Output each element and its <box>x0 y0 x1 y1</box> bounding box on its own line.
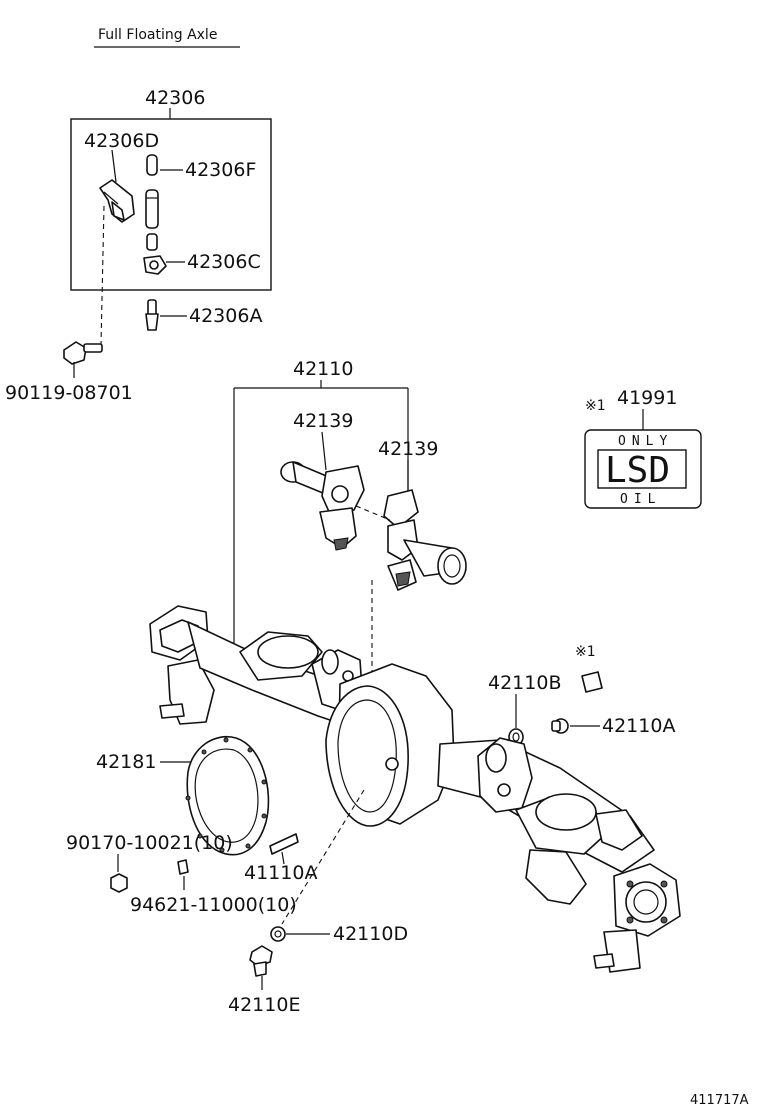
pin-42306F[interactable] <box>146 154 158 176</box>
leader-42306D <box>111 149 117 183</box>
leader-41110A <box>281 851 285 865</box>
valve-42306A[interactable] <box>145 299 159 331</box>
label-90170-10021[interactable]: 90170-10021(10) <box>66 832 233 854</box>
washer-94621-11000[interactable] <box>177 859 189 875</box>
label-42306A[interactable]: 42306A <box>189 305 262 327</box>
label-42110E[interactable]: 42110E <box>228 994 300 1016</box>
label-42110A[interactable]: 42110A <box>602 715 675 737</box>
rod-42306[interactable] <box>145 189 159 229</box>
label-42110D[interactable]: 42110D <box>333 923 408 945</box>
label-42306[interactable]: 42306 <box>145 87 205 109</box>
lsd-plate-bottom-text: OIL <box>620 492 661 507</box>
label-41991[interactable]: 41991 <box>617 387 677 409</box>
label-42306D[interactable]: 42306D <box>84 130 159 152</box>
bracket-42306D[interactable] <box>99 179 135 223</box>
label-42110-top[interactable]: 42110 <box>293 358 353 380</box>
diagram-heading: Full Floating Axle <box>98 27 217 43</box>
kit-42306-frame <box>70 118 272 291</box>
label-42110B[interactable]: 42110B <box>488 672 561 694</box>
label-42139-left[interactable]: 42139 <box>293 410 353 432</box>
cap-42306C[interactable] <box>143 255 167 275</box>
label-41991-note: ※1 <box>585 398 606 414</box>
stud-41110A[interactable] <box>269 833 299 855</box>
plug-42110A[interactable] <box>551 718 569 734</box>
label-41110A[interactable]: 41110A <box>244 862 317 884</box>
label-94621-11000[interactable]: 94621-11000(10) <box>130 894 297 916</box>
diagram-code: 411717A <box>690 1093 749 1108</box>
label-42181[interactable]: 42181 <box>96 751 156 773</box>
sleeve-42306[interactable] <box>146 233 158 251</box>
label-note-1: ※1 <box>575 644 596 660</box>
label-42306C[interactable]: 42306C <box>187 251 261 273</box>
label-42139-right[interactable]: 42139 <box>378 438 438 460</box>
lsd-caution-plate[interactable]: ONLY LSD OIL <box>584 429 702 509</box>
dash-drain-plug <box>281 789 365 925</box>
plug-42110E[interactable] <box>249 945 273 977</box>
lsd-plate-main-text: LSD <box>605 450 670 491</box>
bolt-90119-08701[interactable] <box>63 341 103 365</box>
leader-42139-left <box>321 431 327 471</box>
gasket-42110D[interactable] <box>270 926 286 942</box>
axle-housing-42110[interactable] <box>149 605 681 973</box>
label-90119-08701[interactable]: 90119-08701 <box>5 382 133 404</box>
dash-bolt-to-bracket <box>100 205 105 346</box>
nut-90170-10021[interactable] <box>110 873 128 893</box>
small-label-plate[interactable] <box>581 671 603 693</box>
lsd-plate-top-text: ONLY <box>618 434 673 449</box>
axle-shaft-left[interactable] <box>280 461 365 551</box>
axle-shaft-right[interactable] <box>383 489 467 591</box>
carrier-gasket-42181[interactable] <box>185 735 270 856</box>
dash-shafts <box>355 505 391 521</box>
label-42306F[interactable]: 42306F <box>185 159 256 181</box>
